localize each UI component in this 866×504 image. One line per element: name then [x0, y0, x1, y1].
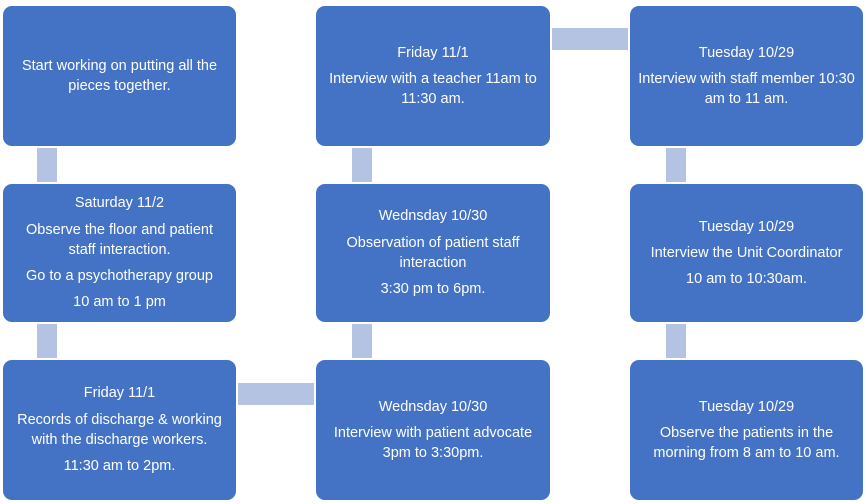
connector-vertical [37, 148, 57, 182]
box-date: Friday 11/1 [397, 44, 469, 61]
box-date: Tuesday 10/29 [698, 398, 795, 415]
box-line: Records of discharge & working with the … [17, 411, 222, 448]
step-tuesday-observe-patients-morning: Tuesday 10/29 Observe the patients in th… [630, 360, 863, 500]
step-wednesday-interview-patient-advocate: Wednsday 10/30 Interview with patient ad… [316, 360, 550, 500]
box-date: Wednsday 10/30 [378, 208, 488, 225]
box-line: Observation of patient staff interaction [346, 234, 520, 271]
box-date: Friday 11/1 [83, 385, 156, 402]
box-date: Wednsday 10/30 [378, 398, 488, 415]
step-friday-records-of-discharge: Friday 11/1 Records of discharge & worki… [3, 360, 236, 500]
connector-vertical [666, 148, 686, 182]
box-line: Observe the patients in the morning from… [653, 424, 840, 462]
step-wednesday-observation-patient-staff: Wednsday 10/30 Observation of patient st… [316, 184, 550, 322]
box-date: Tuesday 10/29 [698, 44, 795, 61]
box-line: 3:30 pm to 6pm. [380, 281, 486, 298]
connector-vertical [352, 324, 372, 358]
box-date: Tuesday 10/29 [698, 218, 795, 235]
box-line: Start working on putting all the pieces … [21, 57, 218, 94]
step-tuesday-interview-staff-member: Tuesday 10/29 Interview with staff membe… [630, 6, 863, 146]
step-friday-interview-teacher: Friday 11/1 Interview with a teacher 11a… [316, 6, 550, 146]
box-line: Interview with patient advocate 3pm to 3… [333, 424, 533, 462]
connector-horizontal [552, 28, 628, 50]
box-line: Go to a psychotherapy group [25, 268, 213, 285]
box-date: Saturday 11/2 [74, 195, 165, 212]
step-start-putting-pieces-together: Start working on putting all the pieces … [3, 6, 236, 146]
box-line: 11:30 am to 2pm. [63, 458, 176, 475]
step-saturday-observe-floor: Saturday 11/2 Observe the floor and pati… [3, 184, 236, 322]
step-tuesday-interview-unit-coordinator: Tuesday 10/29 Interview the Unit Coordin… [630, 184, 863, 322]
box-line: 10 am to 1 pm [73, 294, 166, 311]
box-line: Interview with staff member 10:30 am to … [638, 70, 855, 108]
connector-vertical [666, 324, 686, 358]
box-line: 10 am to 10:30am. [686, 271, 807, 288]
connector-vertical [37, 324, 57, 358]
connector-vertical [352, 148, 372, 182]
box-line: Interview the Unit Coordinator [650, 244, 843, 261]
box-line: Interview with a teacher 11am to 11:30 a… [329, 70, 537, 108]
connector-horizontal [238, 383, 314, 405]
box-line: Observe the floor and patient staff inte… [25, 221, 213, 258]
